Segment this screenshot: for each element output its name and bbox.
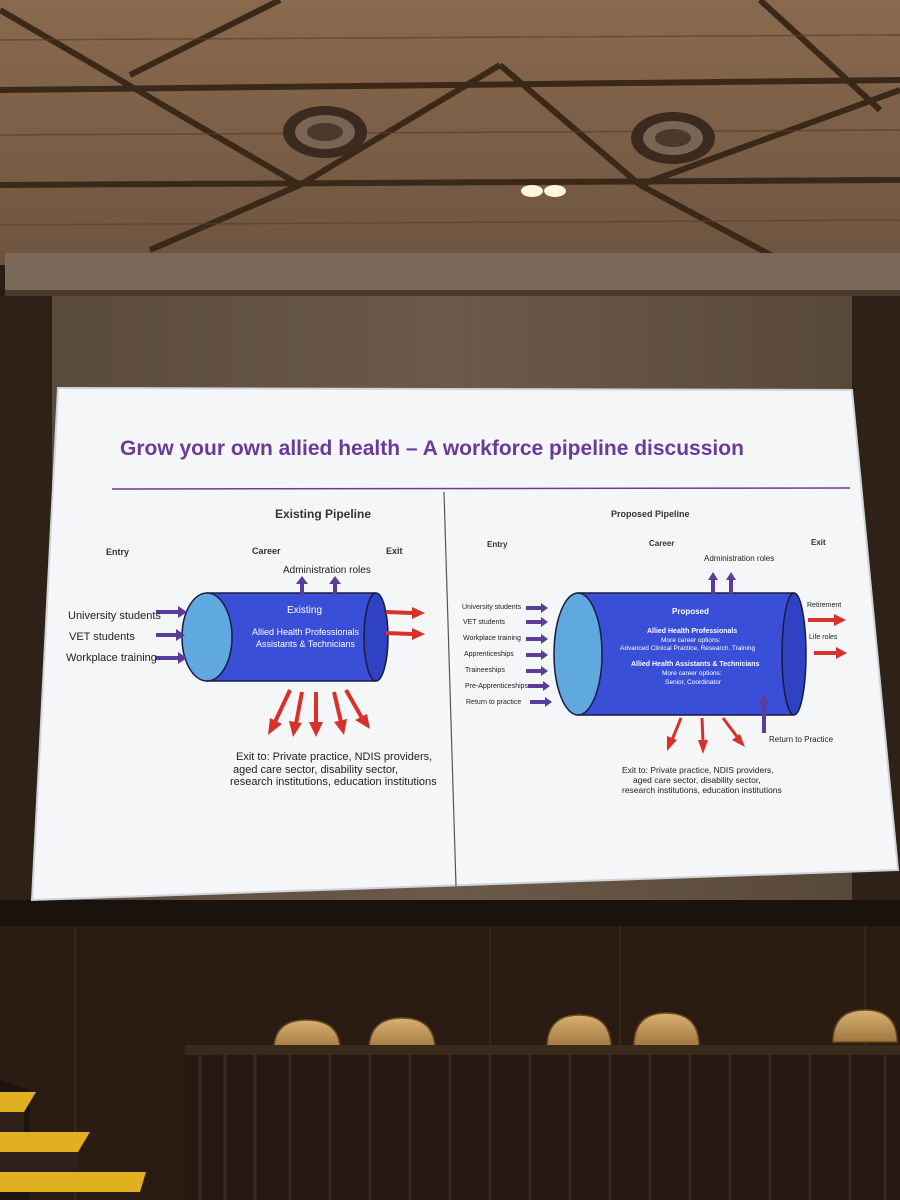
right-exit-retirement: Retirement xyxy=(807,602,842,609)
right-pipe-line: More career options: xyxy=(662,670,722,677)
existing-pipeline-heading: Existing Pipeline xyxy=(275,507,372,521)
right-exit-arrows xyxy=(808,614,847,659)
left-admin-roles: Administration roles xyxy=(283,565,371,576)
title-underline xyxy=(111,487,851,490)
right-pipe-line: Senior, Coordinator xyxy=(665,679,722,686)
right-exit-line: aged care sector, disability sector, xyxy=(633,775,761,785)
left-pipe-title: Existing xyxy=(287,605,323,616)
left-pipe-line2: Assistants & Technicians xyxy=(256,639,355,649)
right-admin-roles: Administration roles xyxy=(704,554,775,563)
right-pipe-line: More career options: xyxy=(661,637,721,644)
left-entry-item: VET students xyxy=(69,631,135,643)
return-arrow xyxy=(758,695,770,733)
chairs xyxy=(273,1009,898,1051)
right-exit-line: research institutions, education institu… xyxy=(622,785,782,795)
slide-title: Grow your own allied health – A workforc… xyxy=(120,437,744,460)
left-entry-item: University students xyxy=(68,610,161,622)
ceiling-lights xyxy=(521,185,566,197)
right-exit-line: Exit to: Private practice, NDIS provider… xyxy=(622,765,774,775)
right-career-header: Career xyxy=(649,539,675,548)
right-down-arrows xyxy=(667,717,745,754)
left-entry-header: Entry xyxy=(106,547,130,557)
column-divider xyxy=(443,491,457,887)
right-entry-item: VET students xyxy=(463,619,505,626)
air-vents xyxy=(283,106,715,164)
left-exit-arrows xyxy=(386,607,425,640)
left-down-arrows xyxy=(268,689,370,737)
right-entry-item: Apprenticeships xyxy=(464,651,514,658)
left-admin-arrows xyxy=(296,576,341,596)
right-pipe-line: Allied Health Assistants & Technicians xyxy=(631,661,760,668)
right-return-to-practice: Return to Practice xyxy=(769,735,834,744)
left-pipe-line1: Allied Health Professionals xyxy=(252,627,360,637)
right-pipe-line: Allied Health Professionals xyxy=(647,628,738,635)
slide-background xyxy=(32,388,898,900)
right-entry-arrows xyxy=(526,603,552,707)
proposed-pipe xyxy=(553,592,807,716)
right-exit-header: Exit xyxy=(811,538,826,547)
right-exit-life-roles: Life roles xyxy=(809,634,838,641)
right-entry-item: Pre-Apprenticeships xyxy=(465,683,529,690)
right-entry-item: Traineeships xyxy=(465,667,505,674)
right-pipe-line: Advanced Clinical Practice, Research, Tr… xyxy=(620,645,756,652)
right-entry-item: Workplace training xyxy=(463,635,521,642)
right-entry-item: Return to practice xyxy=(466,699,522,706)
stairs xyxy=(0,1080,146,1200)
proposed-pipeline-heading: Proposed Pipeline xyxy=(611,509,690,519)
left-entry-arrows xyxy=(156,606,187,664)
left-exit-line: aged care sector, disability sector, xyxy=(233,764,399,776)
right-entry-item: University students xyxy=(462,604,522,611)
right-pipe-title: Proposed xyxy=(672,607,709,616)
right-entry-header: Entry xyxy=(487,540,508,549)
left-exit-header: Exit xyxy=(386,546,403,556)
left-exit-line: research institutions, education institu… xyxy=(230,776,437,788)
left-career-header: Career xyxy=(252,546,281,556)
left-exit-line: Exit to: Private practice, NDIS provider… xyxy=(236,751,433,763)
screen-housing xyxy=(5,253,900,295)
existing-pipe xyxy=(181,592,389,682)
stage-table xyxy=(185,1045,900,1200)
left-entry-item: Workplace training xyxy=(66,652,157,664)
right-admin-arrows xyxy=(708,572,736,594)
